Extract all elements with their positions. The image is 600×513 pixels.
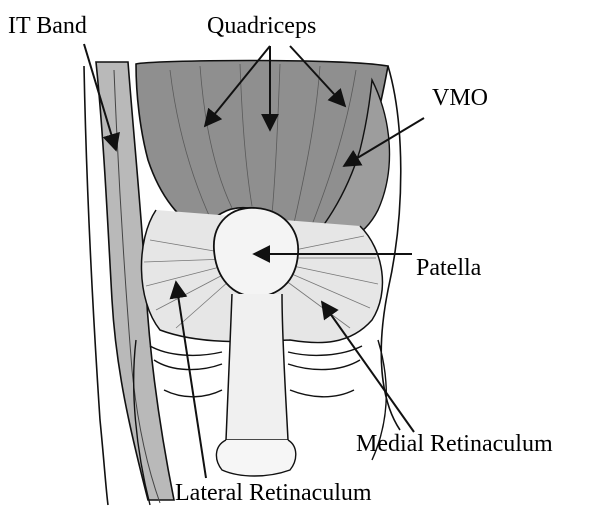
patella-shape: [214, 208, 298, 297]
patellar-tendon: [226, 294, 288, 440]
label-medial-retinaculum: Medial Retinaculum: [356, 432, 553, 456]
label-it-band: IT Band: [8, 14, 87, 38]
label-quadriceps: Quadriceps: [207, 14, 316, 38]
label-patella: Patella: [416, 256, 481, 280]
tibial-tubercle: [216, 440, 295, 476]
label-vmo: VMO: [432, 86, 488, 110]
label-lateral-retinaculum: Lateral Retinaculum: [175, 481, 372, 505]
